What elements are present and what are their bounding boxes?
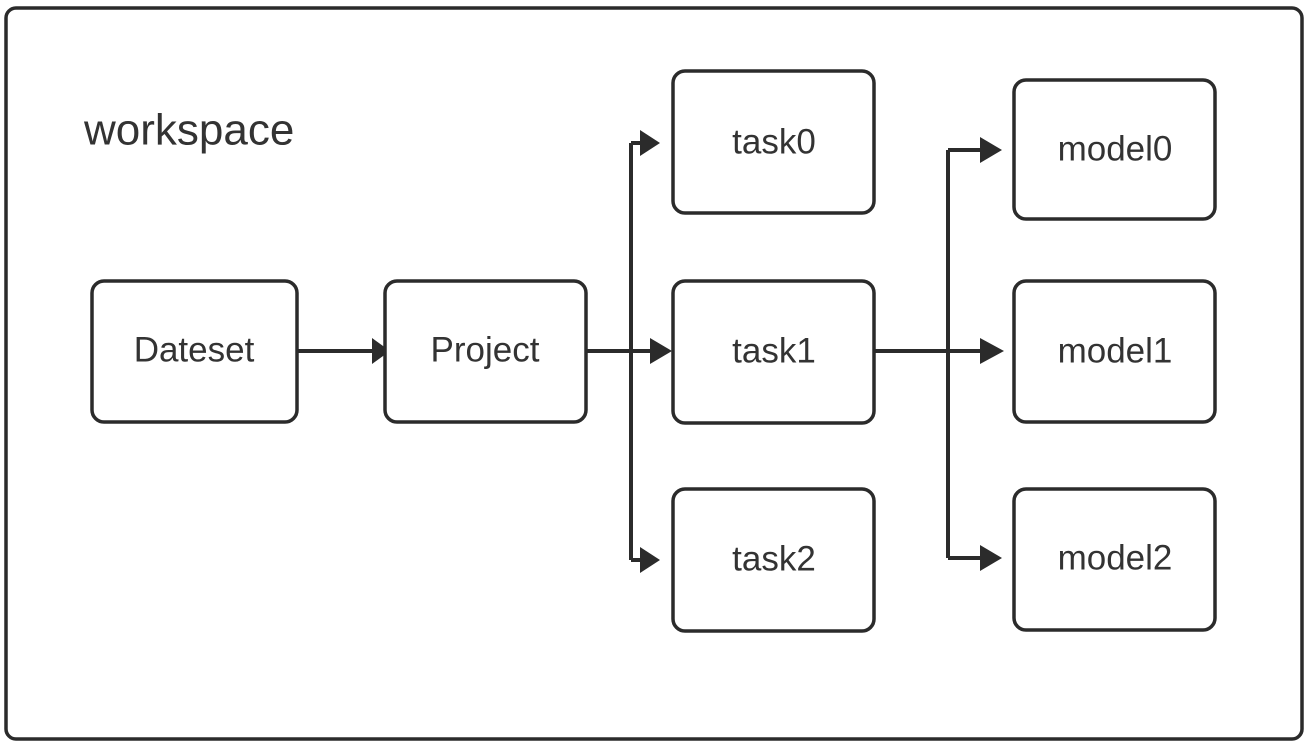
arrowhead-icon bbox=[640, 547, 660, 573]
node-task1[interactable]: task1 bbox=[671, 279, 876, 425]
node-model2-label: model2 bbox=[1058, 538, 1173, 577]
edge-dateset-to-project bbox=[297, 338, 390, 364]
arrowhead-icon bbox=[980, 137, 1002, 163]
node-model2-box[interactable] bbox=[1012, 487, 1217, 632]
node-dateset-label: Dateset bbox=[134, 330, 255, 369]
edge-task1-to-models bbox=[874, 137, 1004, 571]
node-task0-box[interactable] bbox=[671, 69, 876, 215]
node-task0-label: task0 bbox=[732, 122, 816, 161]
node-task1-box[interactable] bbox=[671, 279, 876, 425]
node-model2[interactable]: model2 bbox=[1012, 487, 1217, 632]
node-model1[interactable]: model1 bbox=[1012, 279, 1217, 424]
arrowhead-icon bbox=[980, 545, 1002, 571]
node-task1-label: task1 bbox=[732, 331, 816, 370]
node-model0-label: model0 bbox=[1058, 129, 1173, 168]
node-project-label: Project bbox=[431, 330, 540, 369]
arrowhead-icon bbox=[980, 338, 1004, 364]
node-model1-box[interactable] bbox=[1012, 279, 1217, 424]
node-model0[interactable]: model0 bbox=[1012, 78, 1217, 221]
node-project[interactable]: Project bbox=[383, 279, 588, 424]
node-task0[interactable]: task0 bbox=[671, 69, 876, 215]
arrowhead-icon bbox=[372, 338, 390, 364]
workspace-title: workspace bbox=[83, 106, 294, 155]
node-model1-label: model1 bbox=[1058, 331, 1173, 370]
node-project-box[interactable] bbox=[383, 279, 588, 424]
node-task2[interactable]: task2 bbox=[671, 487, 876, 633]
node-task2-box[interactable] bbox=[671, 487, 876, 633]
node-dateset-box[interactable] bbox=[90, 279, 299, 424]
arrowhead-icon bbox=[640, 130, 660, 156]
node-dateset[interactable]: Dateset bbox=[90, 279, 299, 424]
node-model0-box[interactable] bbox=[1012, 78, 1217, 221]
edge-project-to-tasks bbox=[586, 130, 672, 573]
arrowhead-icon bbox=[650, 338, 672, 364]
node-task2-label: task2 bbox=[732, 539, 816, 578]
